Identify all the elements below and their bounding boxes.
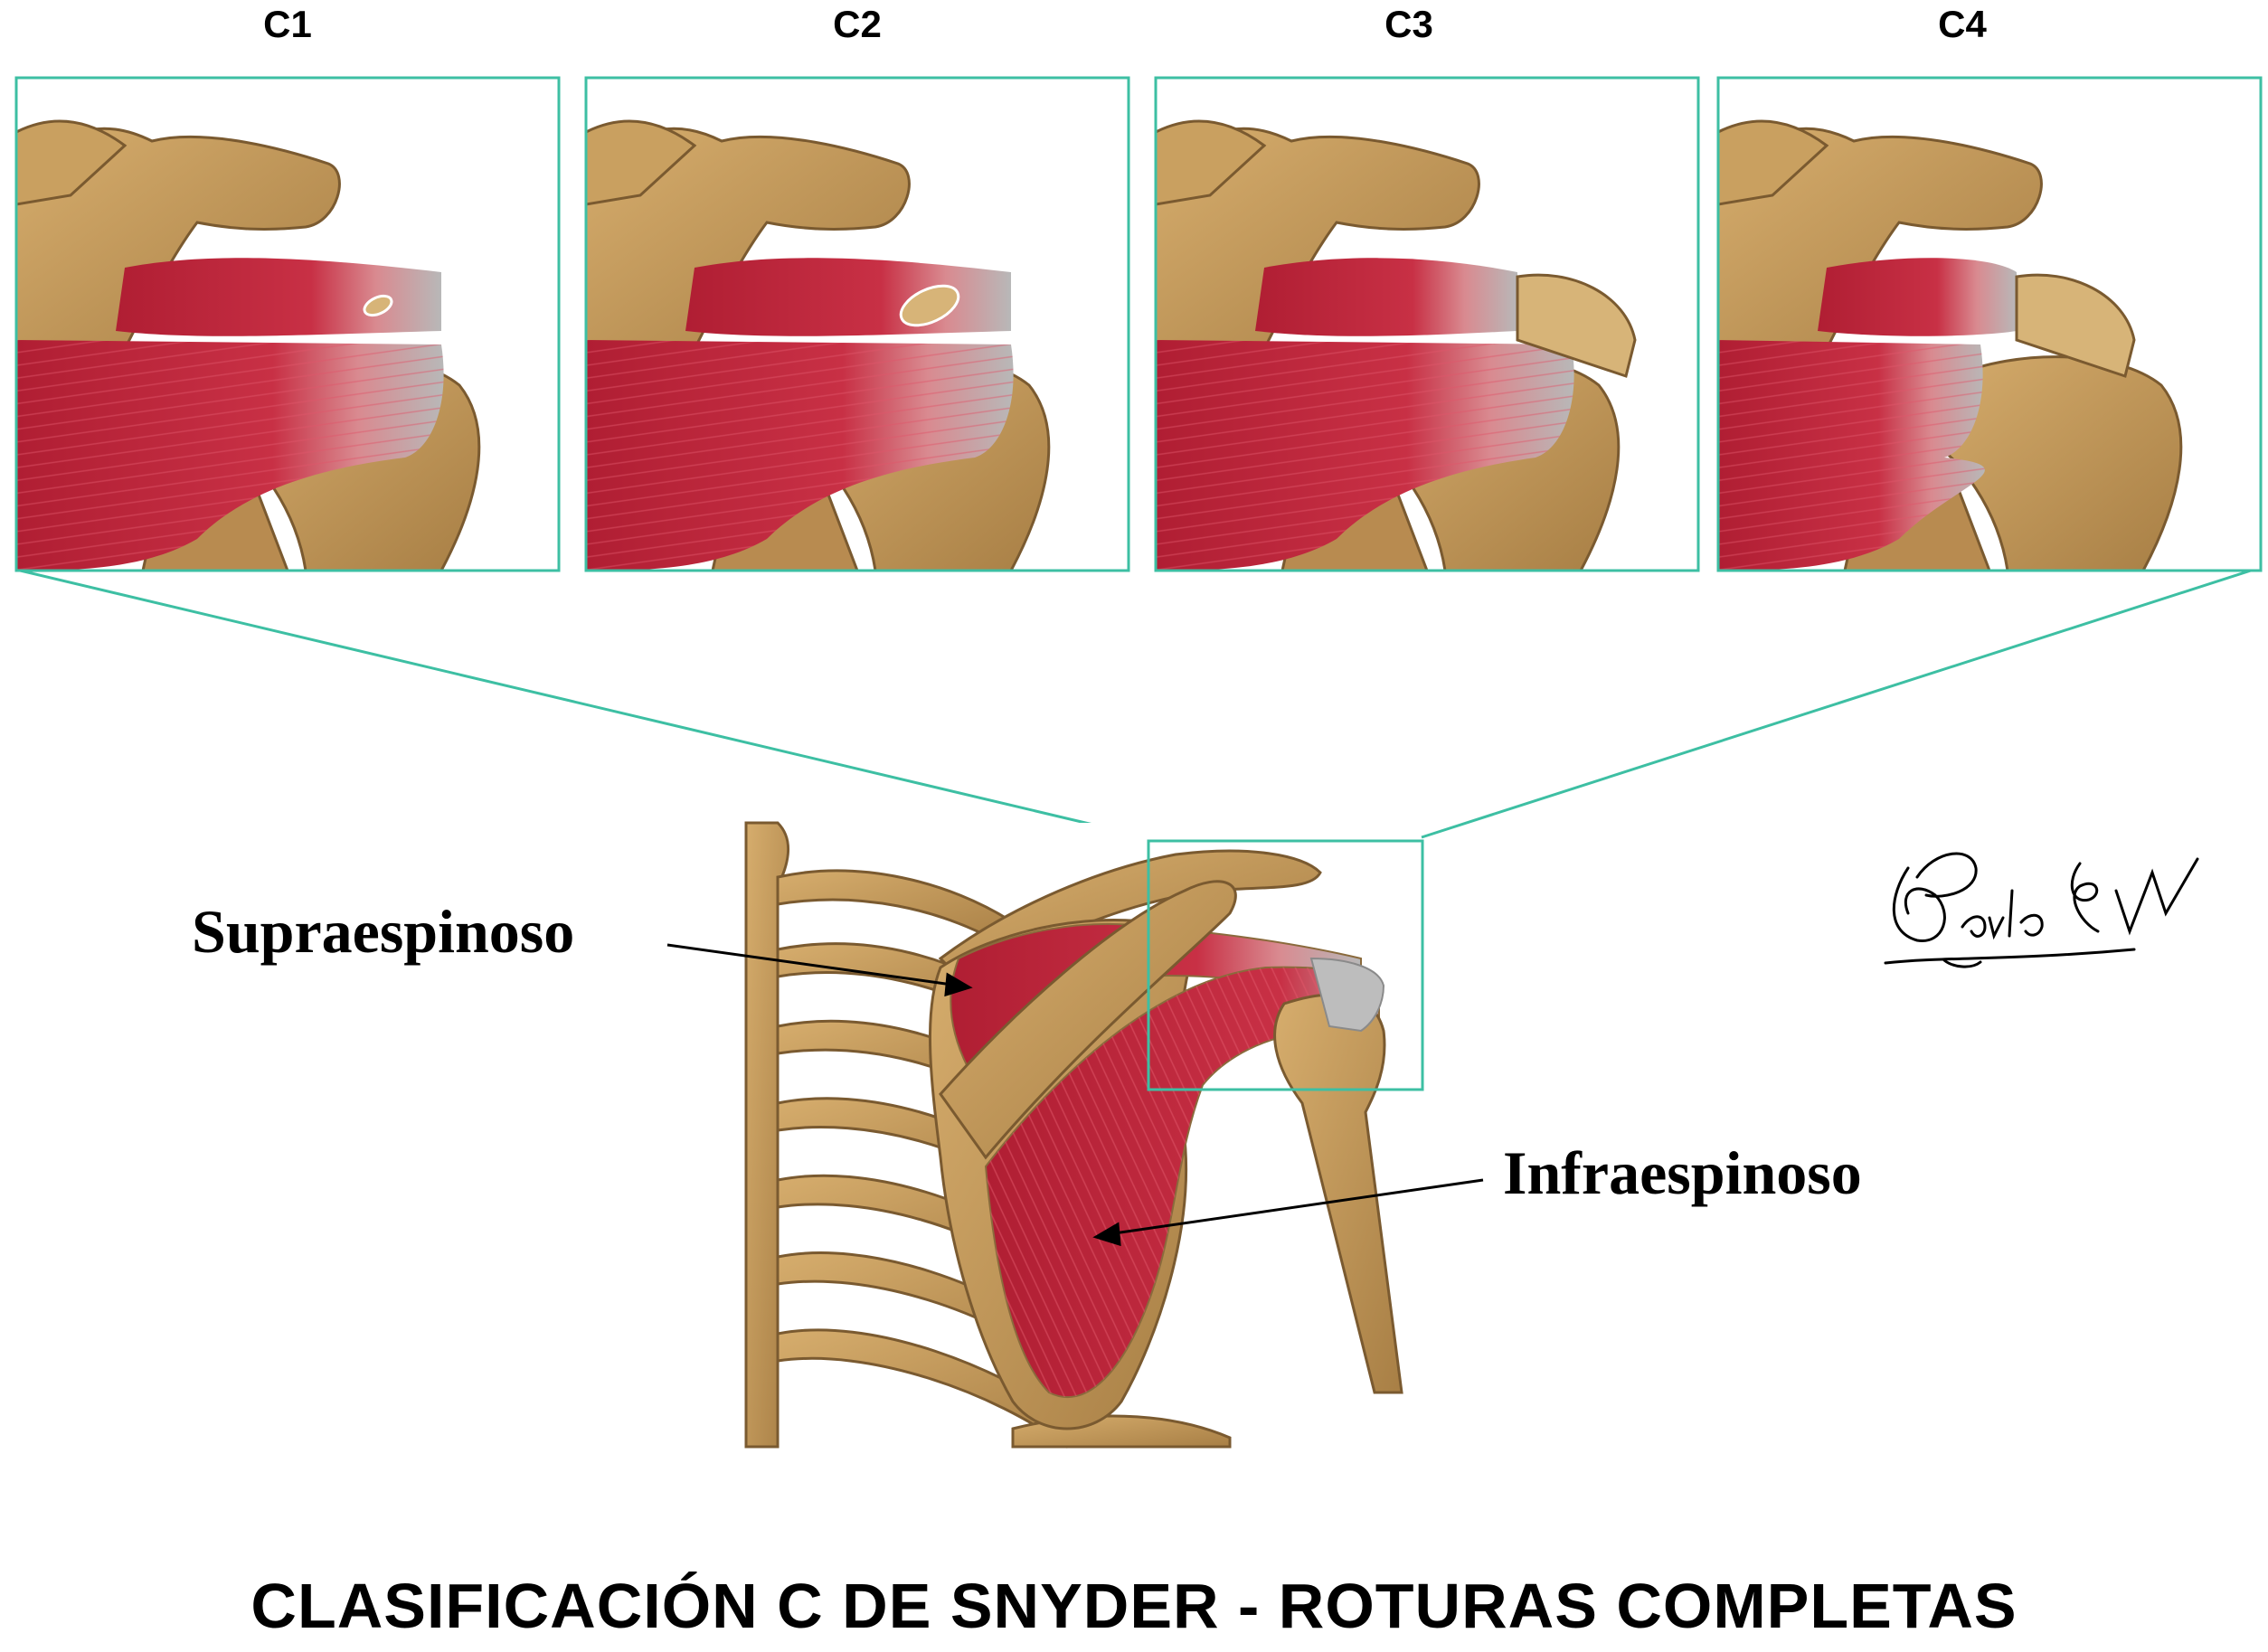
zoom-panel-c2: C2 — [584, 3, 1130, 572]
panel-label: C3 — [1384, 3, 1433, 45]
supraspinatus-tendon — [1818, 258, 2017, 336]
main-anatomy-illustration — [744, 821, 1403, 1449]
supraspinatus-tendon — [1255, 258, 1517, 336]
panel-label: C2 — [833, 3, 882, 45]
zoom-panel-c3: C3 — [1154, 3, 1700, 572]
panel-label: C4 — [1938, 3, 1987, 45]
infraspinatus-fibers — [586, 340, 1014, 571]
scapular-spine — [939, 880, 1237, 1160]
supraspinatus-tendon — [685, 258, 1011, 336]
exposed-humeral-head — [2015, 273, 2136, 378]
panel-frame — [1716, 76, 2263, 572]
supraspinatus-label: Supraespinoso — [192, 897, 574, 966]
exposed-humeral-head — [1516, 273, 1637, 378]
infraspinatus-fibers — [16, 340, 444, 571]
infraspinatus-fibers — [1718, 340, 1985, 571]
callout-arrows — [666, 943, 1484, 1247]
figure-caption: CLASIFICACIÓN C DE SNYDER - ROTURAS COMP… — [250, 1571, 2017, 1641]
artist-signature — [1884, 852, 2199, 968]
panel-frame — [1154, 76, 1700, 572]
infraspinatus-fibers — [1156, 340, 1574, 571]
infraspinatus-label: Infraespinoso — [1503, 1138, 1862, 1207]
connector-line-left — [15, 568, 1148, 839]
zoom-region-box — [1147, 839, 1424, 1091]
zoom-panel-c1: C1 — [14, 3, 561, 572]
supraspinatus-tendon — [116, 258, 441, 336]
connector-line-right — [1421, 568, 2254, 839]
panel-frame — [584, 76, 1130, 572]
tendon-tear — [363, 294, 393, 317]
tendon-tear — [899, 284, 960, 327]
panel-label: C1 — [263, 3, 312, 45]
panel-frame — [14, 76, 561, 572]
zoom-panel-c4: C4 — [1716, 3, 2263, 572]
